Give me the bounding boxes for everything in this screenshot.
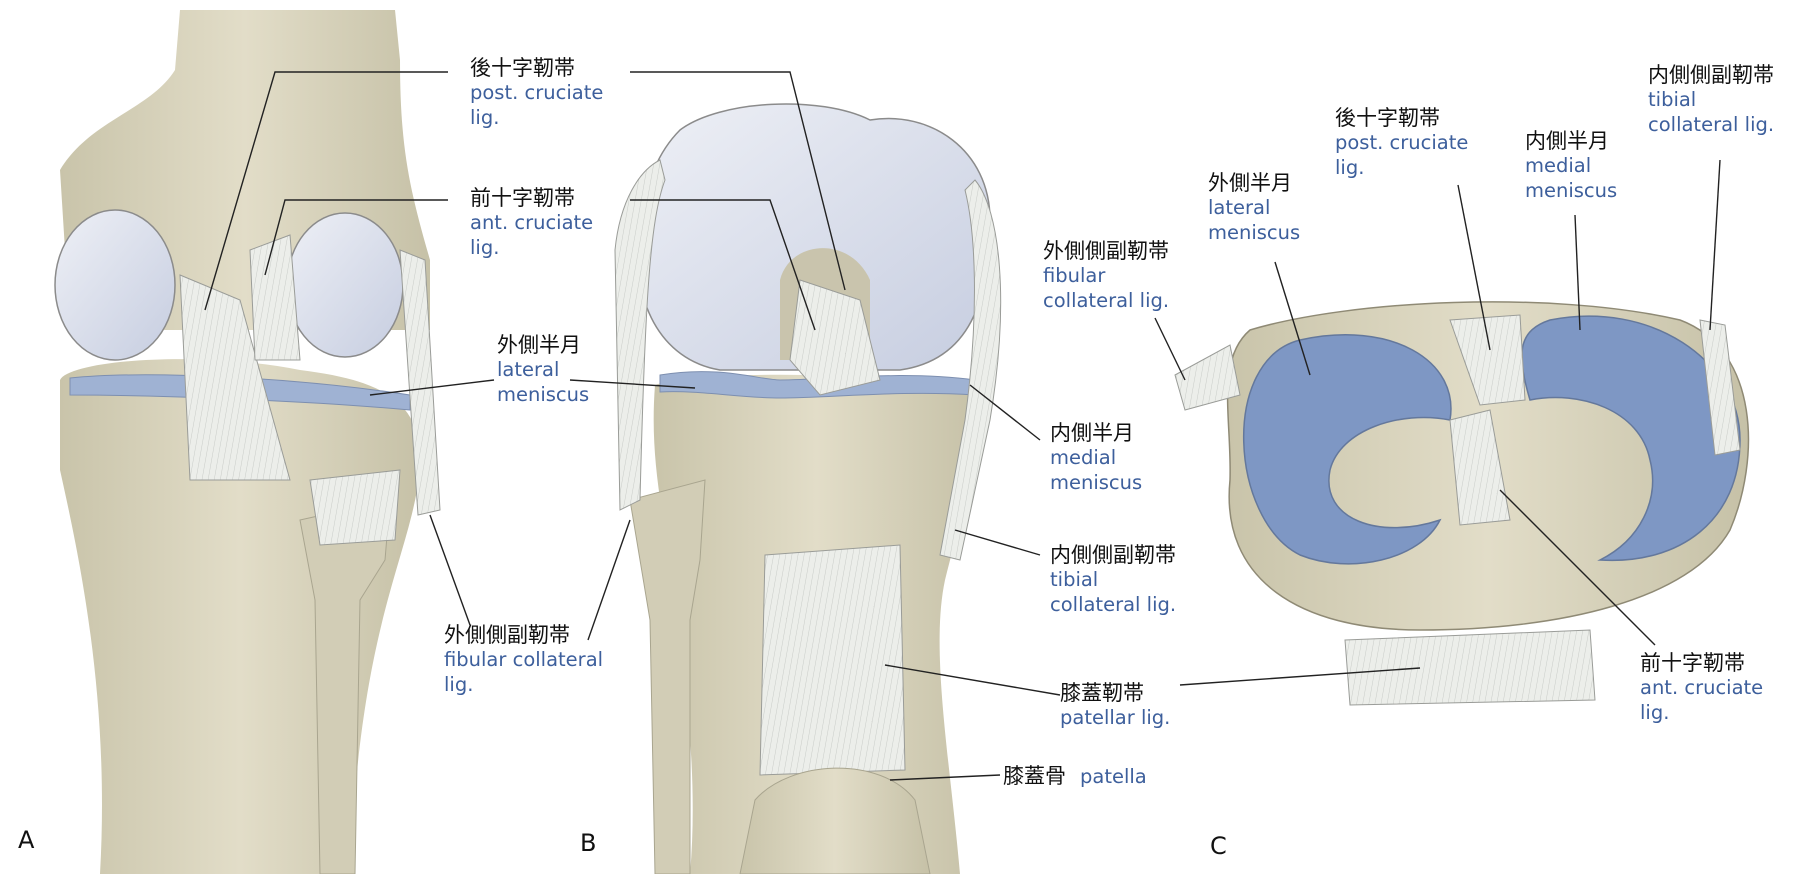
label-a-fibular-collateral-jp: 外側側副靭帯 <box>444 622 603 648</box>
label-a-lateral-meniscus-jp: 外側半月 <box>497 332 589 358</box>
label-c-lateral-meniscus-jp: 外側半月 <box>1208 170 1300 196</box>
patellar-lig-b <box>760 545 905 775</box>
label-b-fibular-collateral-jp: 外側側副靭帯 <box>1043 238 1169 264</box>
label-b-fibular-collateral: 外側側副靭帯 fibular collateral lig. <box>1043 238 1169 313</box>
label-b-fibular-collateral-en-2: collateral lig. <box>1043 289 1169 313</box>
label-b-medial-meniscus-jp: 内側半月 <box>1050 420 1142 446</box>
patellar-lig-stub-c <box>1345 630 1595 705</box>
panel-a-letter: A <box>18 826 34 854</box>
label-a-ant-cruciate: 前十字靭帯 ant. cruciate lig. <box>470 185 593 260</box>
label-a-fibular-collateral-en-1: fibular collateral <box>444 648 603 672</box>
label-a-ant-cruciate-en-1: ant. cruciate <box>470 211 593 235</box>
label-c-medial-meniscus-en-1: medial <box>1525 154 1617 178</box>
label-a-lateral-meniscus: 外側半月 lateral meniscus <box>497 332 589 407</box>
post-lig-fan-a <box>310 470 400 545</box>
label-a-fibular-collateral-en-2: lig. <box>444 673 603 697</box>
label-c-ant-cruciate: 前十字靭帯 ant. cruciate lig. <box>1640 650 1763 725</box>
label-a-post-cruciate-jp: 後十字靭帯 <box>470 55 603 81</box>
label-a-fibular-collateral: 外側側副靭帯 fibular collateral lig. <box>444 622 603 697</box>
label-b-medial-meniscus-en-2: meniscus <box>1050 471 1142 495</box>
label-b-patellar-lig: 膝蓋靭帯 patellar lig. <box>1060 680 1170 731</box>
panel-a-illustration <box>55 10 440 874</box>
label-c-lateral-meniscus: 外側半月 lateral meniscus <box>1208 170 1300 245</box>
label-c-ant-cruciate-jp: 前十字靭帯 <box>1640 650 1763 676</box>
panel-b-illustration <box>615 104 1001 874</box>
label-c-tibial-collateral-jp: 内側側副靭帯 <box>1648 62 1774 88</box>
label-c-lateral-meniscus-en-2: meniscus <box>1208 221 1300 245</box>
label-c-medial-meniscus-jp: 内側半月 <box>1525 128 1617 154</box>
lateral-condyle-a <box>55 210 175 360</box>
label-c-post-cruciate-en-1: post. cruciate <box>1335 131 1468 155</box>
label-c-medial-meniscus-en-2: meniscus <box>1525 179 1617 203</box>
label-c-ant-cruciate-en-2: lig. <box>1640 701 1763 725</box>
label-a-lateral-meniscus-en-2: meniscus <box>497 383 589 407</box>
label-a-ant-cruciate-jp: 前十字靭帯 <box>470 185 593 211</box>
panel-c-letter: C <box>1210 832 1227 860</box>
label-c-post-cruciate-jp: 後十字靭帯 <box>1335 105 1468 131</box>
label-c-medial-meniscus: 内側半月 medial meniscus <box>1525 128 1617 203</box>
label-b-patella: 膝蓋骨 patella <box>1003 763 1147 789</box>
label-b-patella-jp: 膝蓋骨 <box>1003 764 1066 788</box>
label-c-tibial-collateral-en-1: tibial <box>1648 88 1774 112</box>
leader-b-fibular-collateral-right <box>1155 318 1185 380</box>
label-c-tibial-collateral: 内側側副靭帯 tibial collateral lig. <box>1648 62 1774 137</box>
label-c-post-cruciate-en-2: lig. <box>1335 156 1468 180</box>
label-b-medial-meniscus: 内側半月 medial meniscus <box>1050 420 1142 495</box>
label-c-post-cruciate: 後十字靭帯 post. cruciate lig. <box>1335 105 1468 180</box>
label-b-patella-en: patella <box>1080 765 1147 788</box>
panel-c-illustration <box>1175 302 1748 705</box>
leader-b-tibial-collateral <box>955 530 1040 555</box>
label-a-ant-cruciate-en-2: lig. <box>470 236 593 260</box>
label-b-medial-meniscus-en-1: medial <box>1050 446 1142 470</box>
label-b-fibular-collateral-en-1: fibular <box>1043 264 1169 288</box>
label-b-tibial-collateral-en-2: collateral lig. <box>1050 593 1176 617</box>
leader-a-fibular-collateral <box>430 515 470 625</box>
label-a-post-cruciate-en-2: lig. <box>470 106 603 130</box>
label-b-patellar-lig-en: patellar lig. <box>1060 706 1170 730</box>
label-a-post-cruciate: 後十字靭帯 post. cruciate lig. <box>470 55 603 130</box>
label-b-patellar-lig-jp: 膝蓋靭帯 <box>1060 680 1170 706</box>
label-c-lateral-meniscus-en-1: lateral <box>1208 196 1300 220</box>
label-c-tibial-collateral-en-2: collateral lig. <box>1648 113 1774 137</box>
label-a-post-cruciate-en-1: post. cruciate <box>470 81 603 105</box>
label-b-tibial-collateral-en-1: tibial <box>1050 568 1176 592</box>
label-a-lateral-meniscus-en-1: lateral <box>497 358 589 382</box>
leader-c-tibial-collateral <box>1710 160 1720 330</box>
label-b-tibial-collateral: 内側側副靭帯 tibial collateral lig. <box>1050 542 1176 617</box>
panel-b-letter: B <box>580 829 596 857</box>
label-c-ant-cruciate-en-1: ant. cruciate <box>1640 676 1763 700</box>
label-b-tibial-collateral-jp: 内側側副靭帯 <box>1050 542 1176 568</box>
medial-condyle-a <box>287 213 403 357</box>
